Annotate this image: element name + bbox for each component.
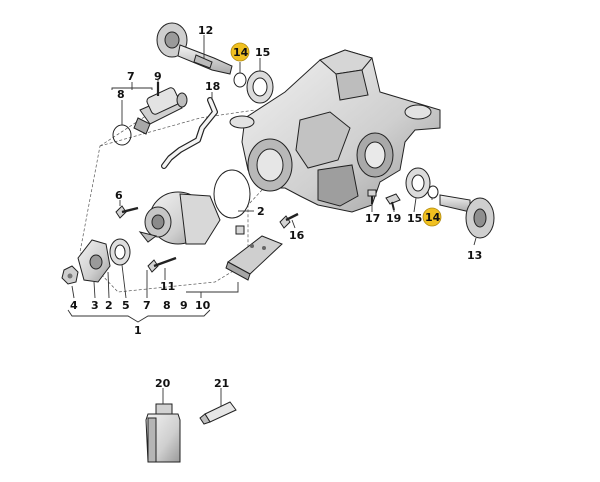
- label-14-left: 14: [233, 46, 249, 59]
- label-9-top: 9: [154, 70, 162, 83]
- label-15-right: 15: [407, 212, 422, 225]
- sealant-tube: [199, 401, 237, 425]
- large-o-ring: [213, 169, 251, 235]
- seal-ring: [109, 238, 131, 266]
- oil-seal-left: [246, 70, 274, 104]
- drive-flange-left: [156, 22, 233, 75]
- label-21: 21: [214, 377, 229, 390]
- control-unit: [225, 235, 283, 281]
- label-14-right: 14: [425, 211, 441, 224]
- flange-plate: [77, 239, 111, 283]
- bolt-6: [115, 205, 139, 219]
- label-17: 17: [365, 212, 380, 225]
- label-5: 5: [122, 299, 130, 312]
- bolt-19: [385, 193, 401, 211]
- label-8-top: 8: [117, 88, 125, 101]
- highlight-marker-14-left: [230, 42, 250, 62]
- label-1: 1: [134, 324, 142, 337]
- oil-seal-right: [405, 167, 431, 199]
- bolt-16: [279, 212, 299, 229]
- highlight-marker-14-right: [422, 207, 442, 227]
- o-ring-small: [112, 124, 132, 146]
- oil-bottle: [145, 403, 181, 463]
- label-2-bottom: 2: [105, 299, 113, 312]
- part-labels: 12 14 15 7 9 8 18 2 6 16 17 19 15 14 13 …: [70, 24, 482, 390]
- pump-valve-unit: [133, 87, 188, 135]
- label-18: 18: [205, 80, 220, 93]
- bolt-17: [367, 189, 377, 204]
- label-15-left: 15: [255, 46, 270, 59]
- breather-pipe: [161, 97, 218, 169]
- label-16: 16: [289, 229, 305, 242]
- bolt-11: [147, 256, 177, 273]
- label-13: 13: [467, 249, 482, 262]
- drive-flange-right: [439, 194, 495, 239]
- hex-nut: [61, 265, 79, 285]
- label-7-top: 7: [127, 70, 135, 83]
- label-11: 11: [160, 280, 175, 293]
- label-20: 20: [155, 377, 171, 390]
- label-3: 3: [91, 299, 99, 312]
- label-10: 10: [195, 299, 211, 312]
- label-9-bottom: 9: [180, 299, 188, 312]
- label-6: 6: [115, 189, 123, 202]
- label-8-bottom: 8: [163, 299, 171, 312]
- label-7-bottom: 7: [143, 299, 151, 312]
- label-2-right: 2: [257, 205, 265, 218]
- leader-lines: [67, 35, 477, 406]
- label-12: 12: [198, 24, 213, 37]
- label-4: 4: [70, 299, 78, 312]
- circlip-left: [233, 72, 247, 88]
- differential-housing: [229, 49, 441, 213]
- label-19: 19: [386, 212, 401, 225]
- hydraulic-pump: [138, 191, 221, 245]
- highlight-markers: [230, 42, 442, 227]
